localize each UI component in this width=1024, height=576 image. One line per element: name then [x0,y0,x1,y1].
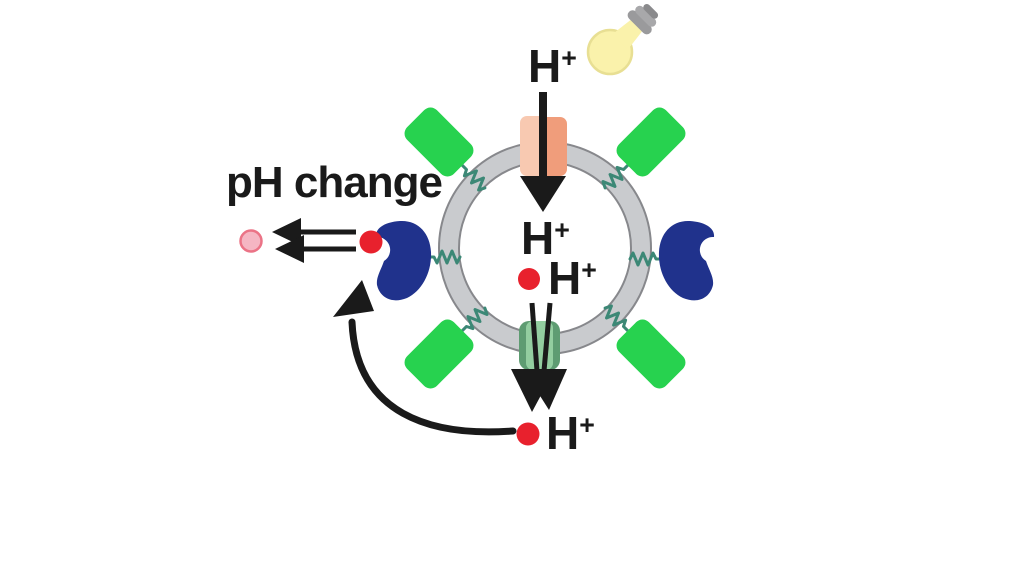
green-block-top-right-icon [616,107,686,177]
proton-label-released-sup: + [579,410,595,441]
proton-label-inner-center: H+ [548,252,597,304]
green-block-top-left-icon [404,107,474,177]
proton-dot-inside-icon [518,268,540,290]
green-block-bottom-left-icon [404,319,474,389]
efflux-line-right [541,302,553,372]
proton-label-inner-center-base: H [548,252,581,304]
proton-label-inner-top-base: H [521,212,554,264]
navy-protein-right-icon [658,220,715,301]
efflux-arrow-head-right-icon [523,369,567,410]
proton-dot-bottom-icon [516,422,540,446]
light-bulb-screw-cap [643,3,659,19]
light-bulb-neck [612,19,643,50]
light-bulb-screw-band2 [635,5,657,27]
ph-change-text: pH change [226,158,443,207]
light-bulb-screw-band1 [627,10,652,35]
pink-dot-icon [239,229,263,253]
proton-label-released: H+ [546,407,595,459]
proton-label-inner-top: H+ [521,212,570,264]
efflux-line-left [529,302,540,372]
curved-arrow-head-icon [333,280,374,317]
reaction-arrow-lower-head-icon [275,235,304,263]
ph-change-label: pH change [226,158,443,207]
proton-label-released-base: H [546,407,579,459]
proton-label-inner-top-sup: + [554,215,570,246]
influx-arrow-head-icon [520,176,566,212]
curved-arrow-shaft [348,318,517,436]
green-block-bottom-right-icon [616,319,686,389]
navy-protein-left-icon [375,220,432,301]
proton-label-inner-center-sup: + [581,255,597,286]
reaction-arrow-upper-head-icon [272,218,301,246]
proton-label-top-sup: + [561,43,577,74]
proton-label-top-base: H [528,40,561,92]
proton-label-top: H+ [528,40,577,92]
proton-dot-left-icon [359,230,383,254]
light-bulb-icon [586,3,659,76]
